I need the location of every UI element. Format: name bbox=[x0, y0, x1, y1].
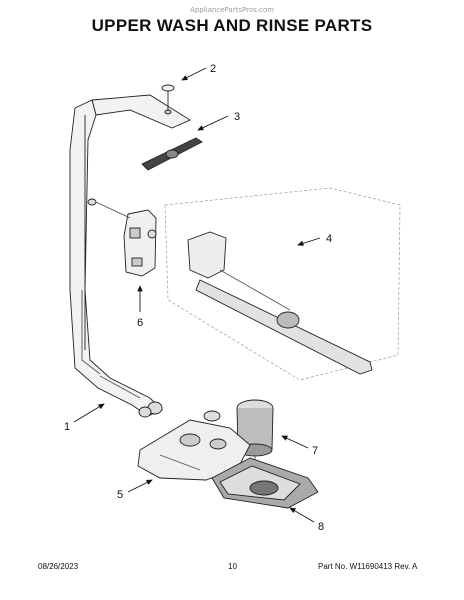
leader-1 bbox=[73, 403, 105, 423]
part-4-spray-arm-assembly bbox=[164, 187, 401, 381]
callout-5: 5 bbox=[117, 489, 123, 501]
leader-2 bbox=[181, 67, 207, 81]
callout-4: 4 bbox=[326, 233, 332, 245]
footer-part-number: Part No. W11690413 Rev. A bbox=[318, 562, 418, 571]
leader-5 bbox=[127, 479, 153, 493]
callout-3: 3 bbox=[234, 111, 240, 123]
part-1-upper-supply-tube bbox=[69, 94, 191, 418]
leader-7 bbox=[281, 435, 309, 449]
callout-6: 6 bbox=[137, 317, 143, 329]
leader-8 bbox=[289, 507, 315, 523]
part-6-bracket bbox=[95, 201, 157, 277]
callout-8: 8 bbox=[318, 521, 324, 533]
leader-3 bbox=[197, 115, 229, 131]
leader-4 bbox=[297, 237, 321, 246]
part-5-manifold bbox=[137, 410, 251, 481]
part-8-plate bbox=[211, 457, 319, 509]
callout-1: 1 bbox=[64, 421, 70, 433]
leader-lines bbox=[73, 67, 321, 523]
callout-7: 7 bbox=[312, 445, 318, 457]
page-title: UPPER WASH AND RINSE PARTS bbox=[91, 16, 373, 35]
part-3-upper-spray-arm bbox=[141, 137, 203, 171]
part-2-nozzle bbox=[161, 84, 175, 115]
footer-date: 08/26/2023 bbox=[38, 562, 79, 571]
watermark: AppliancePartsPros.com bbox=[190, 6, 274, 14]
callout-2: 2 bbox=[210, 63, 216, 75]
footer-page-number: 10 bbox=[228, 562, 237, 571]
